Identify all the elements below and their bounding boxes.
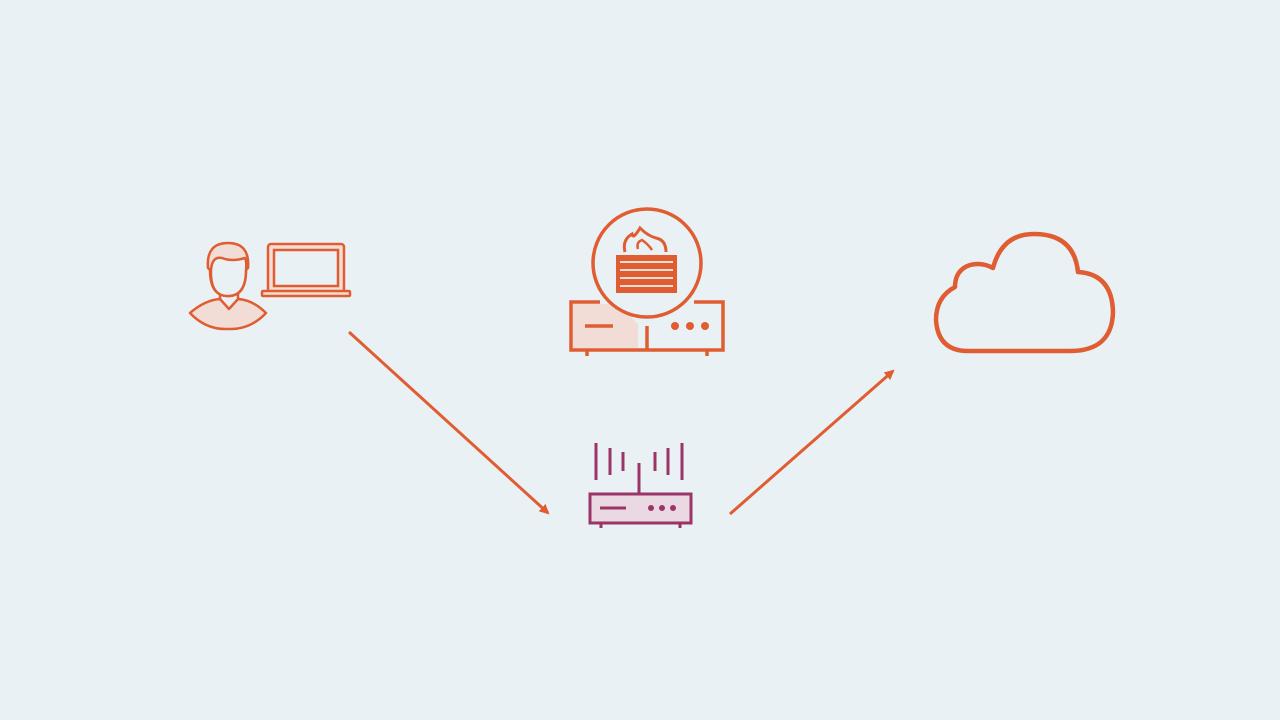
signal-bars-icon xyxy=(594,443,684,494)
wireless-router-icon xyxy=(588,443,693,528)
arrow-user-to-router xyxy=(347,330,550,515)
user-icon xyxy=(188,241,268,331)
cloud-icon xyxy=(933,231,1116,354)
arrow-router-to-cloud xyxy=(729,369,895,516)
laptop-icon xyxy=(260,242,352,298)
firewall-icon xyxy=(569,207,725,356)
